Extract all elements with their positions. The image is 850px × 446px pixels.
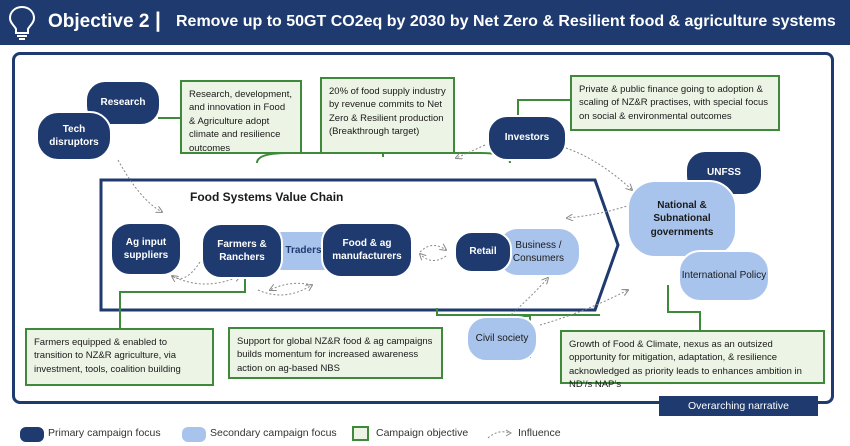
objective-number: Objective 2 xyxy=(48,11,150,32)
farmers-ranchers-node: Farmers & Ranchers xyxy=(201,223,283,279)
ag-input-suppliers-node: Ag input suppliers xyxy=(110,222,182,276)
value-chain-title: Food Systems Value Chain xyxy=(190,190,344,204)
legend-influence-label: Influence xyxy=(518,427,561,439)
value-chain-chevron xyxy=(99,178,620,312)
legend-objective-swatch xyxy=(352,426,369,441)
investors-node: Investors xyxy=(487,115,567,161)
header-separator: | xyxy=(155,9,161,32)
diagram-frame xyxy=(12,52,834,404)
legend-primary-label: Primary campaign focus xyxy=(48,427,161,439)
national-governments-node: National & Subnational governments xyxy=(627,180,737,258)
food-supply-objective-box: 20% of food supply industry by revenue c… xyxy=(320,77,455,154)
tech-disruptors-node: Tech disruptors xyxy=(36,111,112,161)
header-bar xyxy=(0,0,850,45)
finance-objective-box: Private & public finance going to adopti… xyxy=(570,75,780,131)
legend-secondary-label: Secondary campaign focus xyxy=(210,427,337,439)
legend-primary-swatch xyxy=(20,427,44,442)
manufacturers-node: Food & ag manufacturers xyxy=(321,222,413,278)
international-policy-node: International Policy xyxy=(678,250,770,302)
campaigns-objective-box: Support for global NZ&R food & ag campai… xyxy=(228,327,443,379)
civil-society-node: Civil society xyxy=(466,316,538,362)
objective-title: Remove up to 50GT CO2eq by 2030 by Net Z… xyxy=(176,13,836,30)
climate-objective-box: Growth of Food & Climate, nexus as an ou… xyxy=(560,330,825,390)
research-objective-box: Research, development, and innovation in… xyxy=(180,80,302,154)
retail-node: Retail xyxy=(454,231,512,273)
lightbulb-icon xyxy=(5,4,39,40)
legend-secondary-swatch xyxy=(182,427,206,442)
farmers-objective-box: Farmers equipped & enabled to transition… xyxy=(25,328,214,386)
overarching-narrative-banner: Overarching narrative xyxy=(659,396,818,416)
dotted-arrow-icon xyxy=(486,427,514,441)
legend-objective-label: Campaign objective xyxy=(376,427,469,439)
